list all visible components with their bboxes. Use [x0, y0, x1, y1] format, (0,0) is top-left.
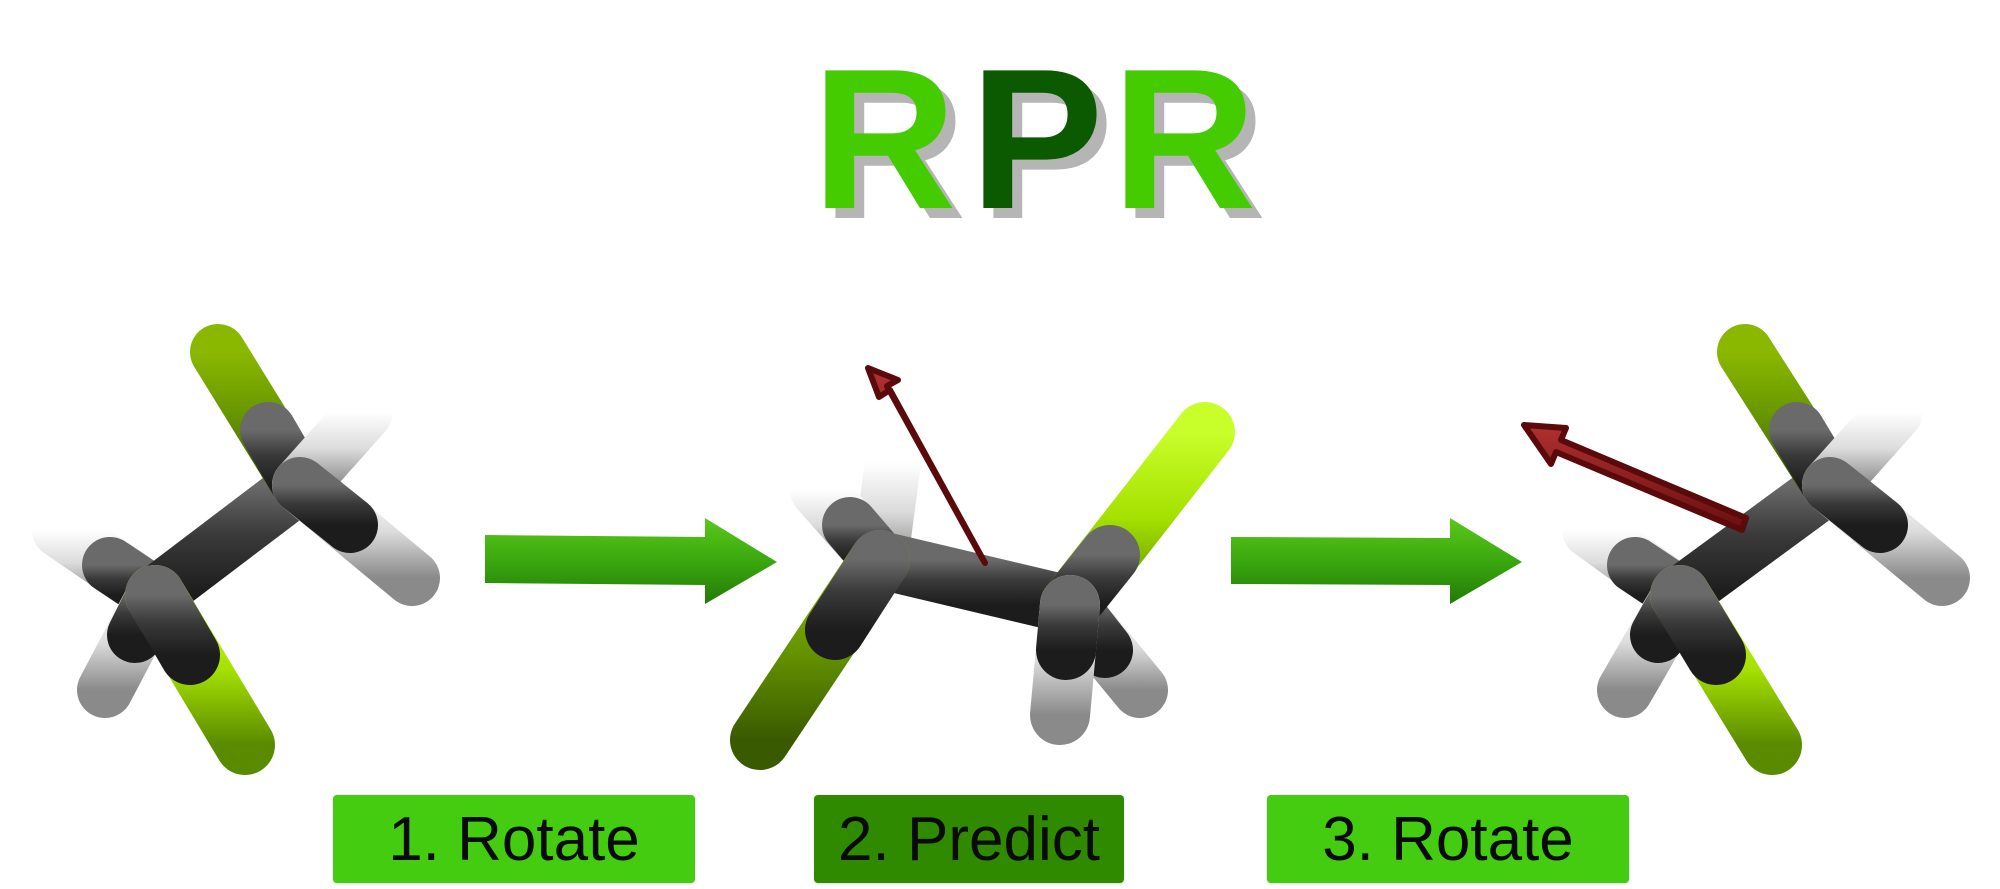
process-arrow-icon-1: [485, 518, 777, 604]
title-letter-r1: R: [812, 28, 956, 251]
title-letter-r2: R: [1112, 28, 1256, 251]
bond-cc: [127, 457, 328, 623]
bond-c-h-right: [1802, 457, 1908, 553]
title-shadow-p: P: [980, 38, 1113, 261]
force-vector-icon-1: [865, 365, 988, 566]
molecule-icon-3: [1521, 324, 1970, 775]
bond-c-h-front: [1036, 575, 1100, 680]
bond-c-f-bottom: [125, 565, 220, 685]
bond-cc: [1652, 457, 1858, 623]
step-2-predict-label: 2. Predict: [814, 795, 1124, 883]
title-shadow-r1: R: [822, 38, 966, 261]
title-shadow-r2: R: [1122, 38, 1266, 261]
molecule-icon-1: [32, 324, 440, 775]
bond-c-f-lower-left: [805, 530, 910, 660]
molecule-icon-2: [730, 365, 1235, 770]
force-vector-icon-2: [1521, 422, 1749, 533]
process-arrow-icon-2: [1231, 518, 1522, 604]
bond-c-f-bottom: [1650, 565, 1746, 685]
bond-cc: [851, 531, 1099, 634]
step-1-rotate-label: 1. Rotate: [333, 795, 695, 883]
title-rpr: R P R R P R: [812, 28, 1266, 261]
bond-c-h-right: [272, 457, 378, 553]
step-3-rotate-label: 3. Rotate: [1267, 795, 1629, 883]
title-letter-p: P: [970, 28, 1103, 251]
